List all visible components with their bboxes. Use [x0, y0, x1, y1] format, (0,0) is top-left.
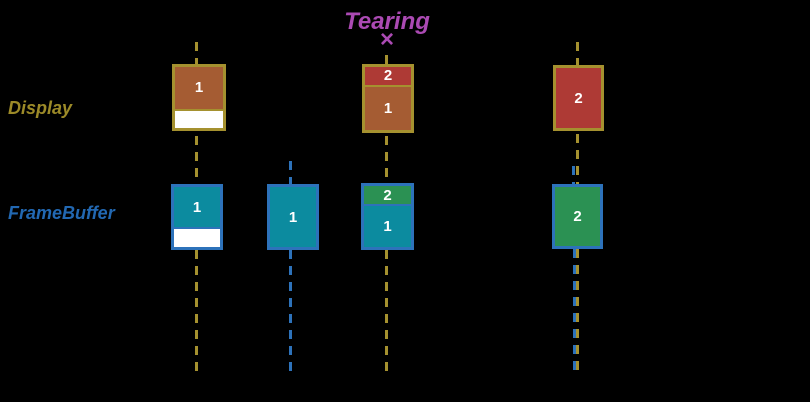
- timeline-dash-display: [195, 42, 198, 65]
- timeline-dash-display: [385, 250, 388, 372]
- tearing-label: Tearing: [344, 8, 430, 35]
- frame-segment: 1: [175, 67, 223, 109]
- timeline-dash-display: [195, 250, 198, 372]
- framebuffer-row-label: FrameBuffer: [8, 203, 115, 223]
- timeline-dash-display: [195, 136, 198, 184]
- timeline-dash-framebuffer: [572, 166, 575, 184]
- empty-segment: [175, 108, 223, 128]
- frame-segment: 2: [556, 68, 601, 128]
- frame-segment: 2: [555, 187, 600, 246]
- display-frame-box: 2: [553, 65, 604, 131]
- tearing-marker-icon: ×: [379, 26, 394, 53]
- timeline-dash-display: [576, 134, 579, 184]
- display-frame-box-torn: 2 1: [362, 64, 414, 133]
- frame-segment: 1: [365, 84, 411, 130]
- timeline-dash-display: [576, 42, 579, 65]
- timeline-dash-display: [576, 249, 579, 372]
- frame-segment: 1: [270, 187, 316, 247]
- timeline-dash-framebuffer: [289, 250, 292, 372]
- framebuffer-box: 1: [171, 184, 223, 250]
- framebuffer-box: 2: [552, 184, 603, 249]
- framebuffer-box: 1: [267, 184, 319, 250]
- timeline-dash-display: [385, 136, 388, 183]
- frame-segment: 1: [364, 204, 411, 247]
- display-row-label: Display: [8, 98, 73, 118]
- frame-segment: 2: [365, 67, 411, 85]
- empty-segment: [174, 227, 220, 247]
- timeline-dash-framebuffer: [573, 249, 576, 372]
- frame-segment: 1: [174, 187, 220, 227]
- timeline-dash-framebuffer: [289, 161, 292, 184]
- timeline-dash-display: [385, 55, 388, 64]
- frame-segment: 2: [364, 186, 411, 205]
- framebuffer-box: 2 1: [361, 183, 414, 250]
- display-frame-box: 1: [172, 64, 226, 131]
